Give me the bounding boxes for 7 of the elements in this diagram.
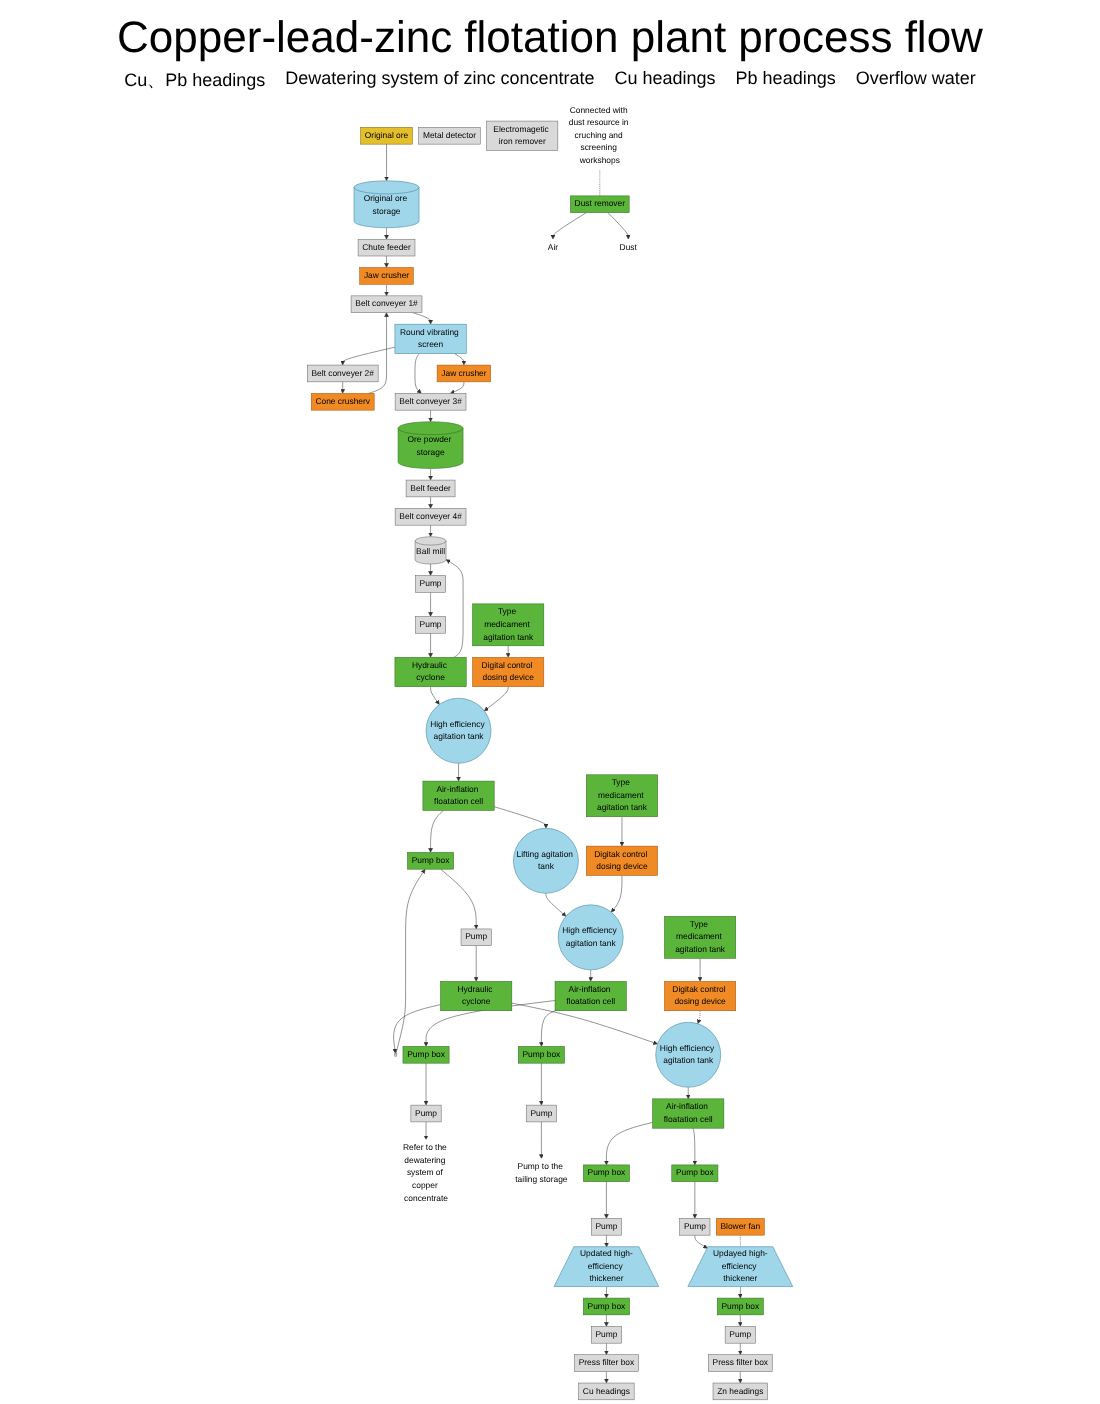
note-text: Cu、Pb headings xyxy=(124,68,266,94)
diagram-title: Copper-lead-zinc flotation plant process flow xyxy=(117,12,983,64)
note-text: Cu headings xyxy=(614,68,716,92)
note-text: Pb headings xyxy=(735,68,836,92)
note-text: Dewatering system of zinc concentrate xyxy=(285,68,595,92)
node-cylinder xyxy=(394,1052,397,1057)
note-text: Overflow water xyxy=(855,68,976,92)
